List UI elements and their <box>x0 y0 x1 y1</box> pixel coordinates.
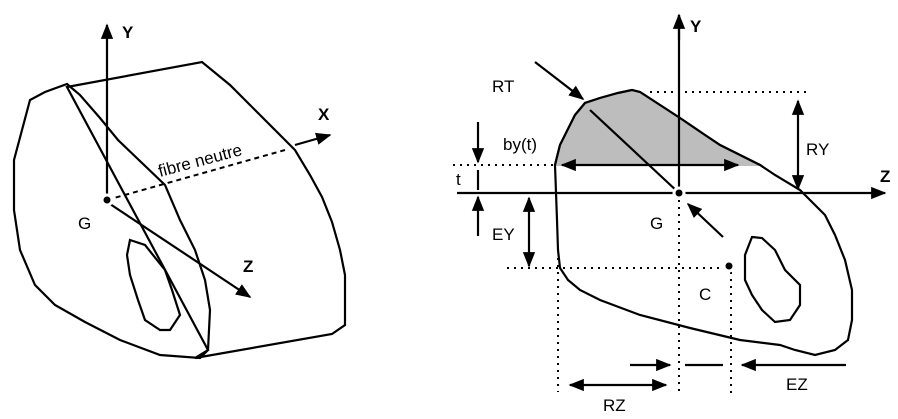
hole <box>125 238 182 332</box>
neutral-fibre-label: fibre neutre <box>156 140 244 181</box>
ry-label: RY <box>806 140 829 159</box>
rt-label: RT <box>492 77 514 96</box>
prism-outline <box>65 60 347 360</box>
front-face <box>12 82 212 360</box>
shear-center-dot <box>722 259 736 273</box>
by-t-label: by(t) <box>503 135 537 154</box>
upper-region <box>553 88 764 166</box>
right-figure: by(t) RT Z Y RY t EY G C RZ EZ <box>453 13 890 415</box>
neutral-fibre-line <box>106 149 286 201</box>
c-to-g-arrow <box>686 202 724 238</box>
ez-label: EZ <box>786 375 808 394</box>
z-axis-label: Z <box>880 167 890 186</box>
y-axis-label: Y <box>122 23 134 42</box>
t-label: t <box>456 170 461 189</box>
x-axis-arrow <box>294 132 332 147</box>
centroid-label: G <box>78 214 91 233</box>
rz-label: RZ <box>603 396 626 415</box>
shear-center-label: C <box>699 285 711 304</box>
z-axis-label: Z <box>243 257 253 276</box>
centroid-dot <box>672 186 686 200</box>
hole <box>743 235 802 324</box>
ey-label: EY <box>492 225 515 244</box>
z-axis-arrow <box>106 201 252 298</box>
left-figure: fibre neutre X Y Z G <box>12 23 347 360</box>
centroid-label: G <box>650 214 663 233</box>
x-axis-label: X <box>318 105 330 124</box>
rt-line <box>589 109 680 194</box>
y-axis-label: Y <box>690 17 702 36</box>
rt-arrow <box>534 61 585 100</box>
centroid-badge <box>71 209 97 235</box>
centroid-dot <box>100 193 114 207</box>
shear-center-badge <box>691 279 719 307</box>
centroid-badge <box>643 209 669 235</box>
